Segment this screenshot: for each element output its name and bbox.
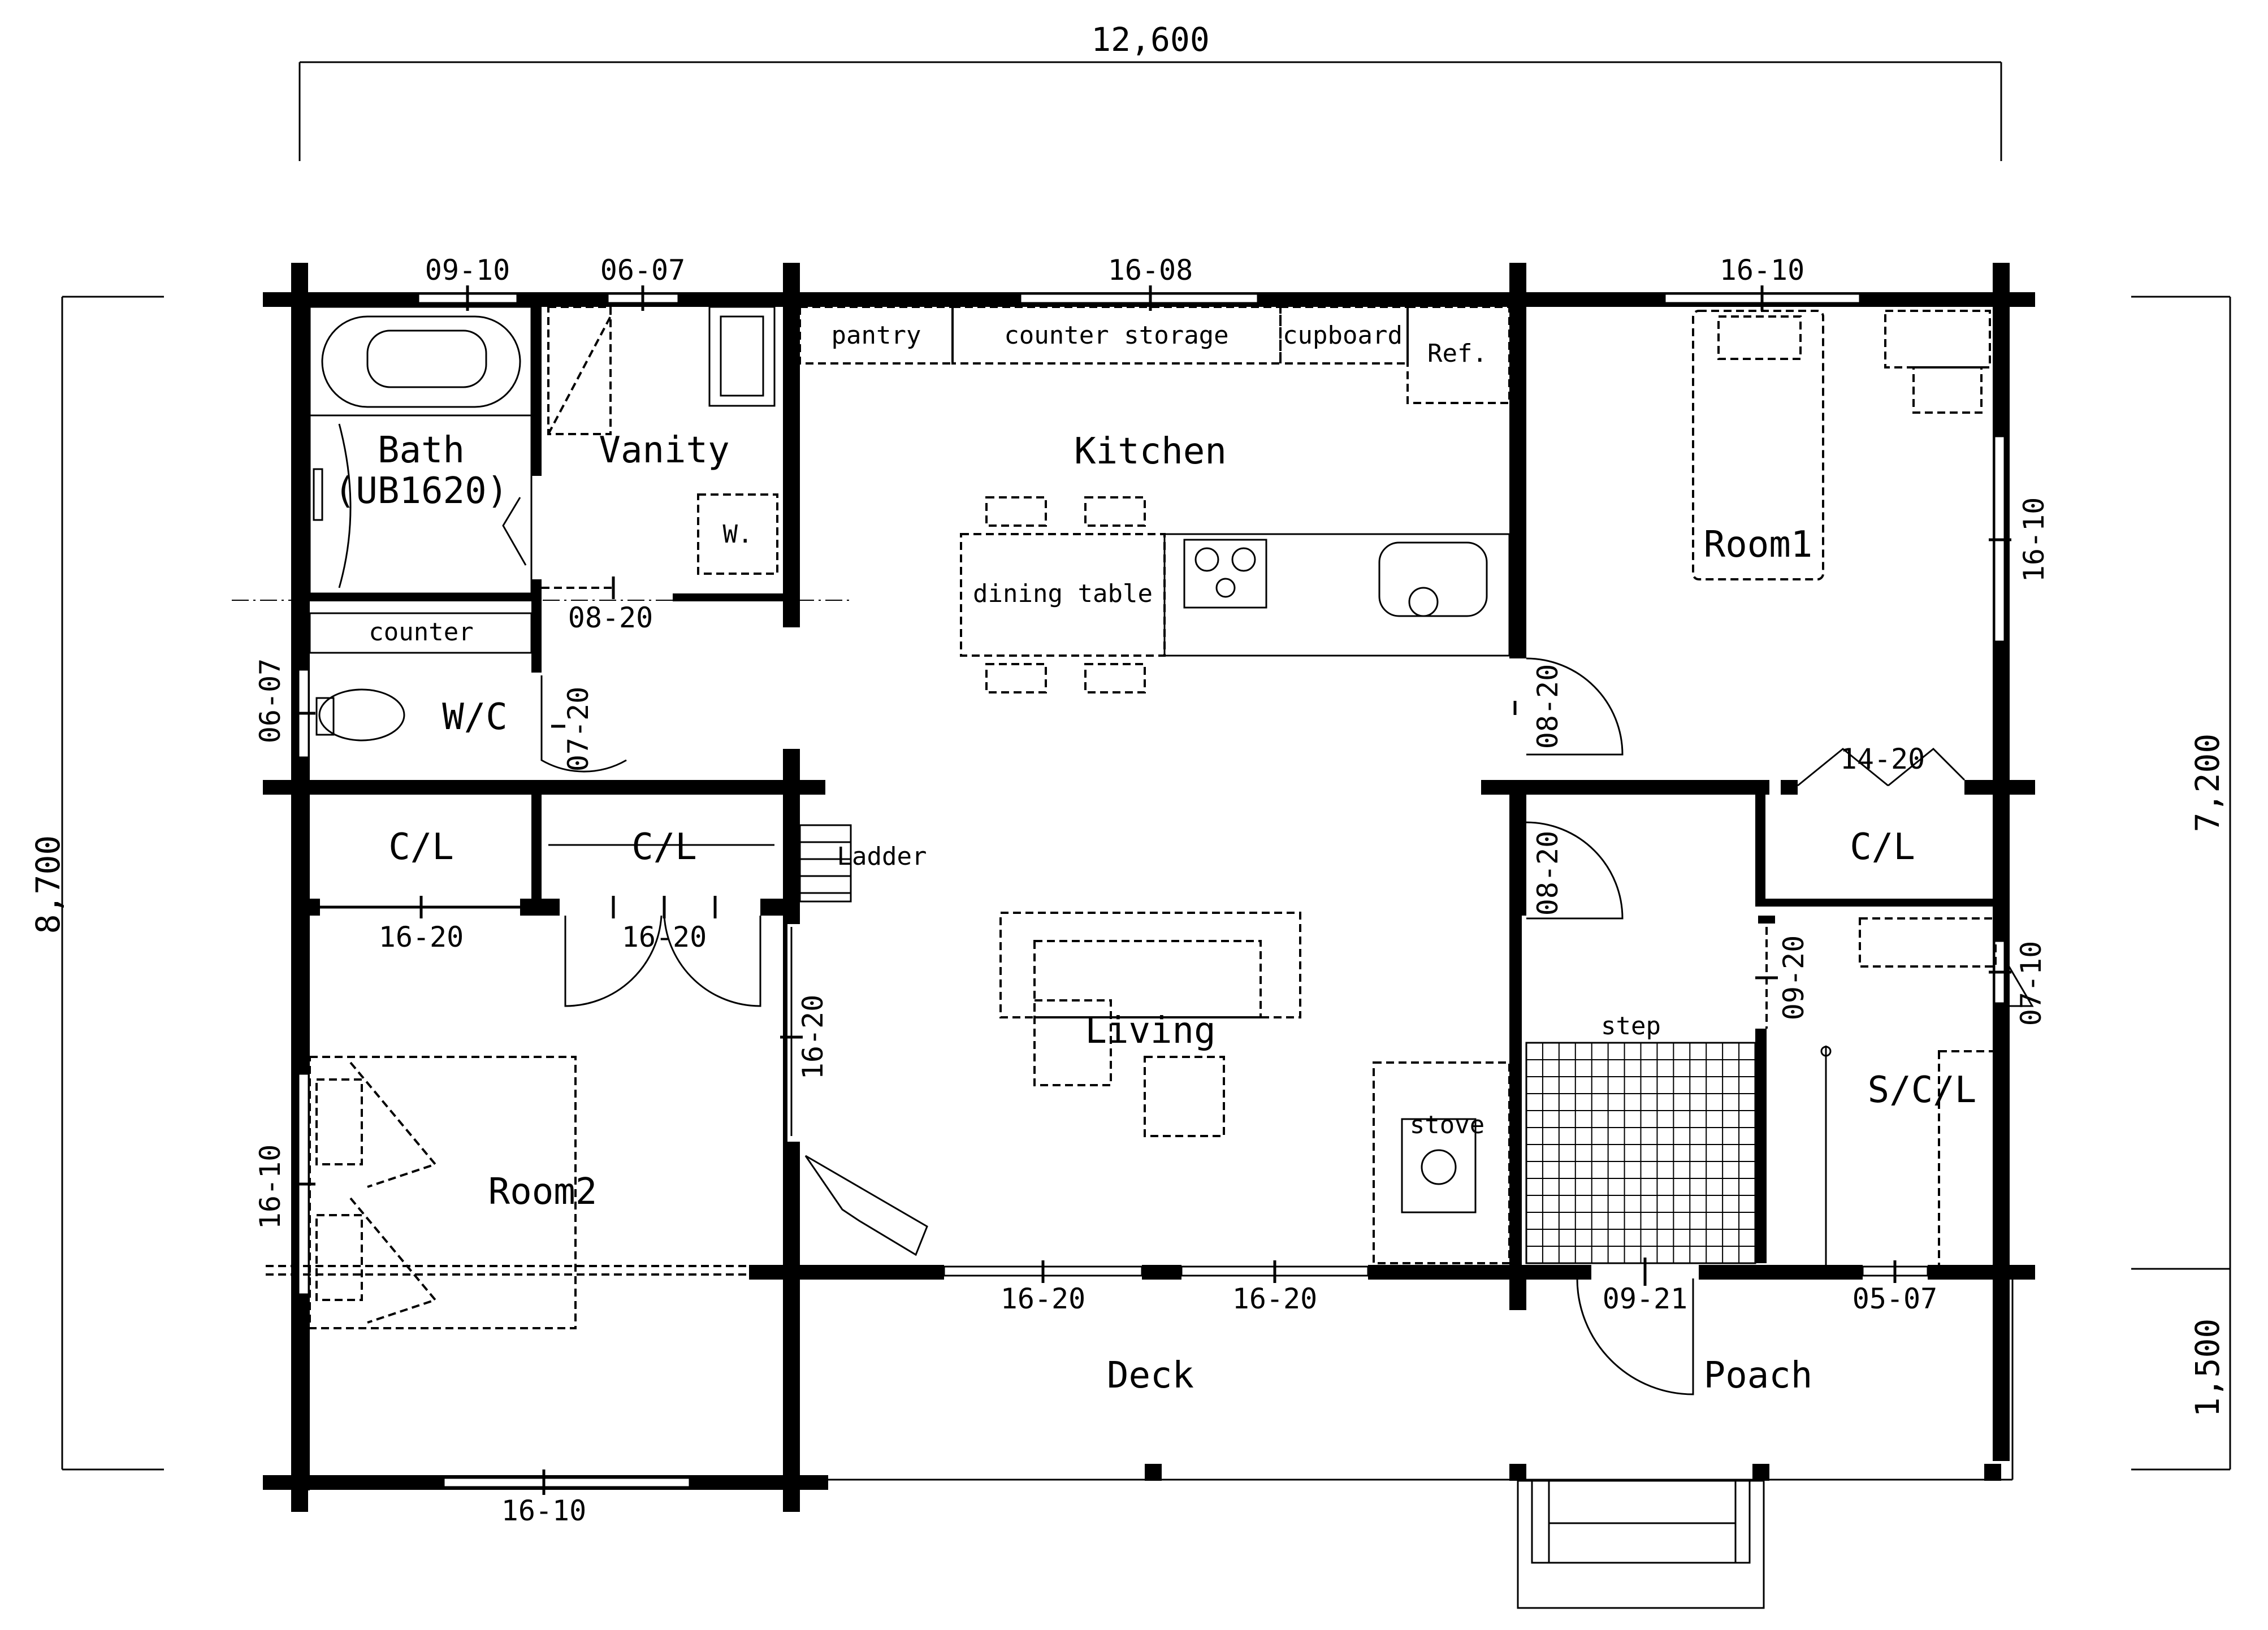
label-ladder: Ladder (837, 842, 927, 871)
window-label-bottom-room2: 16-10 (501, 1494, 587, 1527)
room-label-bath: Bath (378, 430, 465, 471)
doors (320, 576, 2034, 1395)
door-label-kitchen-room1: 08-20 (1531, 664, 1564, 749)
bed-room1 (1692, 310, 1824, 580)
bathtub-unit (309, 306, 533, 595)
room-label-vanity: Vanity (599, 430, 729, 471)
room-label-room1: Room1 (1704, 524, 1813, 566)
room-label-wc: W/C (442, 696, 508, 738)
door-label-room1-closet: 14-20 (1840, 743, 1925, 775)
door-label-entry: 09-21 (1603, 1282, 1688, 1315)
room-label-cl-right: C/L (1850, 826, 1915, 868)
label-dining-table: dining table (973, 579, 1153, 608)
dimension-top-width: 12,600 (1091, 20, 1210, 59)
label-counter: counter (369, 618, 473, 647)
dimension-right-upper: 7,200 (2188, 734, 2227, 833)
window-label-wc: 06-07 (254, 658, 287, 744)
window-label-deck-2: 16-20 (1232, 1282, 1318, 1315)
room-label-kitchen: Kitchen (1074, 431, 1227, 472)
label-step: step (1601, 1012, 1661, 1041)
dimension-lines (61, 61, 2231, 1471)
room-label-room2: Room2 (488, 1171, 598, 1213)
stove-icon (1401, 1118, 1477, 1213)
room-label-living: Living (1085, 1010, 1215, 1052)
bed-room2 (309, 1056, 577, 1329)
kitchen-sink-icon (1378, 541, 1488, 617)
label-counter-storage: counter storage (1004, 321, 1228, 350)
window-label-top-room1: 16-10 (1720, 254, 1805, 287)
window-label-scl-bottom: 05-07 (1853, 1282, 1938, 1315)
fixtures (266, 306, 2014, 1609)
window-label-top-kitchen: 16-08 (1108, 254, 1193, 287)
sofa-icon (999, 912, 1301, 1018)
window-label-scl: 07-10 (2015, 941, 2048, 1026)
windows (293, 285, 2011, 1495)
vanity-sink-icon (708, 306, 776, 407)
label-cupboard: cupboard (1283, 321, 1403, 350)
door-label-wc: 07-20 (562, 687, 595, 772)
bathtub-icon (321, 315, 521, 408)
ladder-icon (799, 824, 852, 903)
door-label-cl-left: 16-20 (379, 921, 464, 953)
room-label-bath-unit: (UB1620) (334, 470, 508, 512)
door-label-cl-middle: 16-20 (622, 921, 707, 953)
window-label-right-room1: 16-10 (2018, 497, 2050, 583)
label-pantry: pantry (832, 321, 921, 350)
room-label-cl-middle: C/L (631, 826, 697, 868)
window-label-top-bath: 09-10 (425, 254, 510, 287)
door-label-scl: 09-20 (1777, 935, 1810, 1021)
toilet-icon (318, 688, 405, 742)
window-label-deck-1: 16-20 (1001, 1282, 1086, 1315)
window-label-top-vanity: 06-07 (600, 254, 686, 287)
door-label-living-hall: 08-20 (1531, 831, 1564, 916)
door-label-vanity: 08-20 (568, 601, 653, 634)
cooktop-icon (1183, 539, 1267, 609)
label-stove: stove (1410, 1111, 1484, 1139)
label-refrigerator: Ref. (1427, 339, 1487, 368)
dimension-right-lower: 1,500 (2188, 1319, 2227, 1417)
room-label-scl: S/C/L (1868, 1069, 1977, 1111)
room-label-cl-left: C/L (388, 826, 454, 868)
room-label-poach: Poach (1704, 1355, 1813, 1397)
step-tile-grid (1526, 1043, 1755, 1263)
window-label-room2: 16-10 (254, 1145, 287, 1230)
room-label-deck: Deck (1107, 1355, 1194, 1397)
door-label-living-room2: 16-20 (797, 995, 829, 1080)
deck-stairs (1517, 1480, 1765, 1609)
label-washer: W. (723, 520, 753, 549)
dimension-left-height: 8,700 (29, 835, 67, 934)
